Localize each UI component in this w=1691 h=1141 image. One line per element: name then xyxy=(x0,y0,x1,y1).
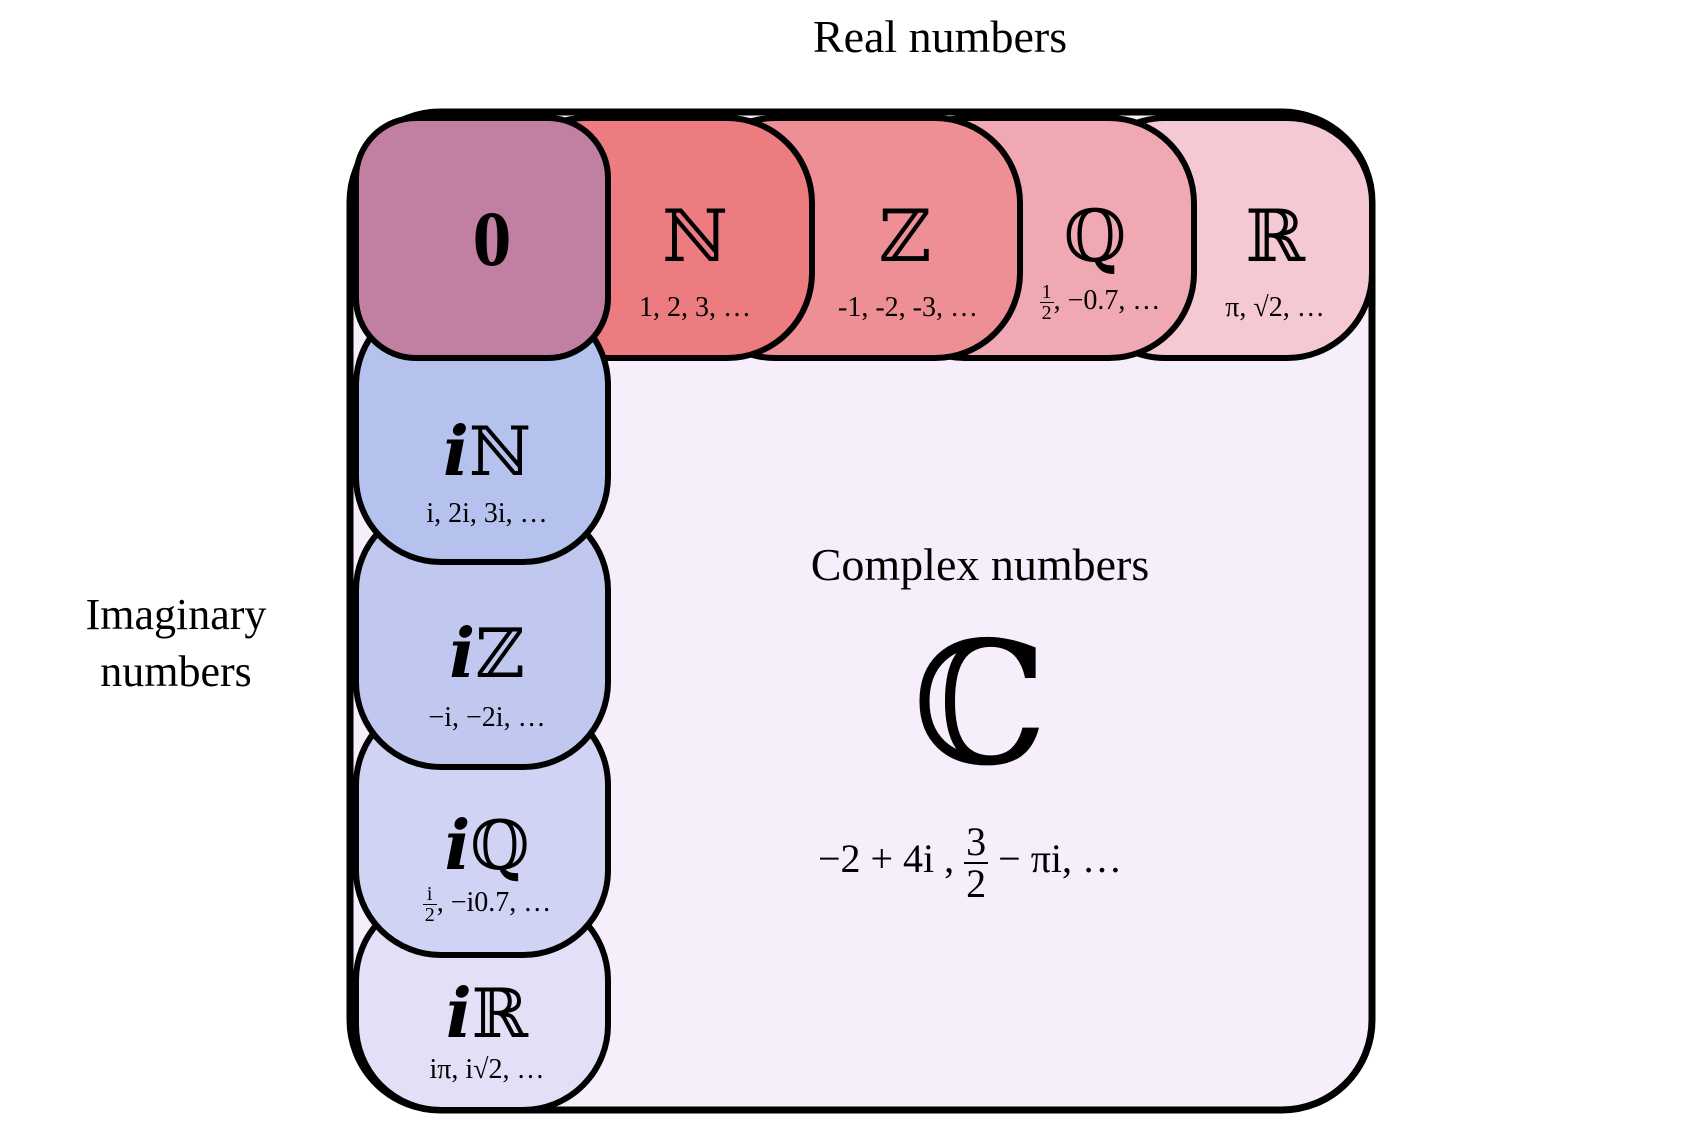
imaginary-numbers-title: Imaginary numbers xyxy=(85,590,267,697)
reals-symbol: ℝ xyxy=(1245,194,1305,278)
imaginary-reals-symbol: iℝ xyxy=(445,974,529,1054)
imaginary-naturals-symbol: iℕ xyxy=(443,412,531,492)
zero-symbol: 0 xyxy=(472,195,512,282)
zero-region xyxy=(353,115,611,361)
imaginary-reals-example: iπ, i√2, … xyxy=(429,1054,545,1085)
imaginary-rationals-symbol: iℚ xyxy=(444,806,530,886)
rationals-symbol: ℚ xyxy=(1063,194,1127,278)
complex-numbers-symbol: ℂ xyxy=(912,606,1048,804)
imaginary-naturals-example: i, 2i, 3i, … xyxy=(426,498,548,529)
imaginary-integers-example: −i, −2i, … xyxy=(428,702,546,733)
natural-numbers-example: 1, 2, 3, … xyxy=(639,292,751,323)
natural-numbers-symbol: ℕ xyxy=(662,194,728,278)
complex-numbers-title: Complex numbers xyxy=(810,539,1150,590)
integers-example: -1, -2, -3, … xyxy=(838,292,978,323)
integers-symbol: ℤ xyxy=(878,194,932,278)
imaginary-integers-symbol: iℤ xyxy=(449,614,525,694)
real-numbers-title: Real numbers xyxy=(812,11,1068,62)
reals-example: π, √2, … xyxy=(1225,292,1325,323)
